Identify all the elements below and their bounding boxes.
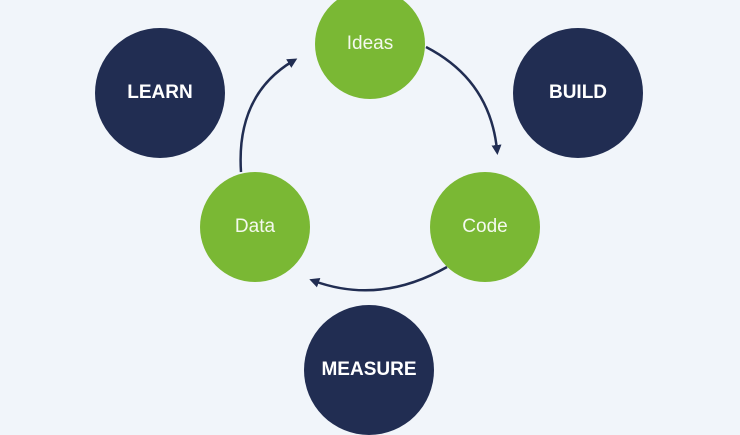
arrow-data-to-ideas bbox=[239, 58, 298, 173]
measure-label: MEASURE bbox=[321, 359, 417, 380]
learn-circle: LEARN bbox=[95, 28, 225, 158]
arrow-code-to-data bbox=[309, 265, 448, 292]
ideas-circle: Ideas bbox=[315, 0, 425, 99]
cycle-arrows bbox=[239, 45, 502, 292]
code-label: Code bbox=[462, 216, 508, 237]
data-circle: Data bbox=[200, 172, 310, 282]
ideas-label: Ideas bbox=[346, 33, 394, 54]
data-label: Data bbox=[234, 216, 276, 237]
build-circle: BUILD bbox=[513, 28, 643, 158]
arrow-ideas-to-code bbox=[425, 45, 502, 155]
learn-label: LEARN bbox=[127, 82, 193, 103]
measure-circle: MEASURE bbox=[304, 305, 434, 435]
code-circle: Code bbox=[430, 172, 540, 282]
build-label: BUILD bbox=[548, 82, 608, 103]
